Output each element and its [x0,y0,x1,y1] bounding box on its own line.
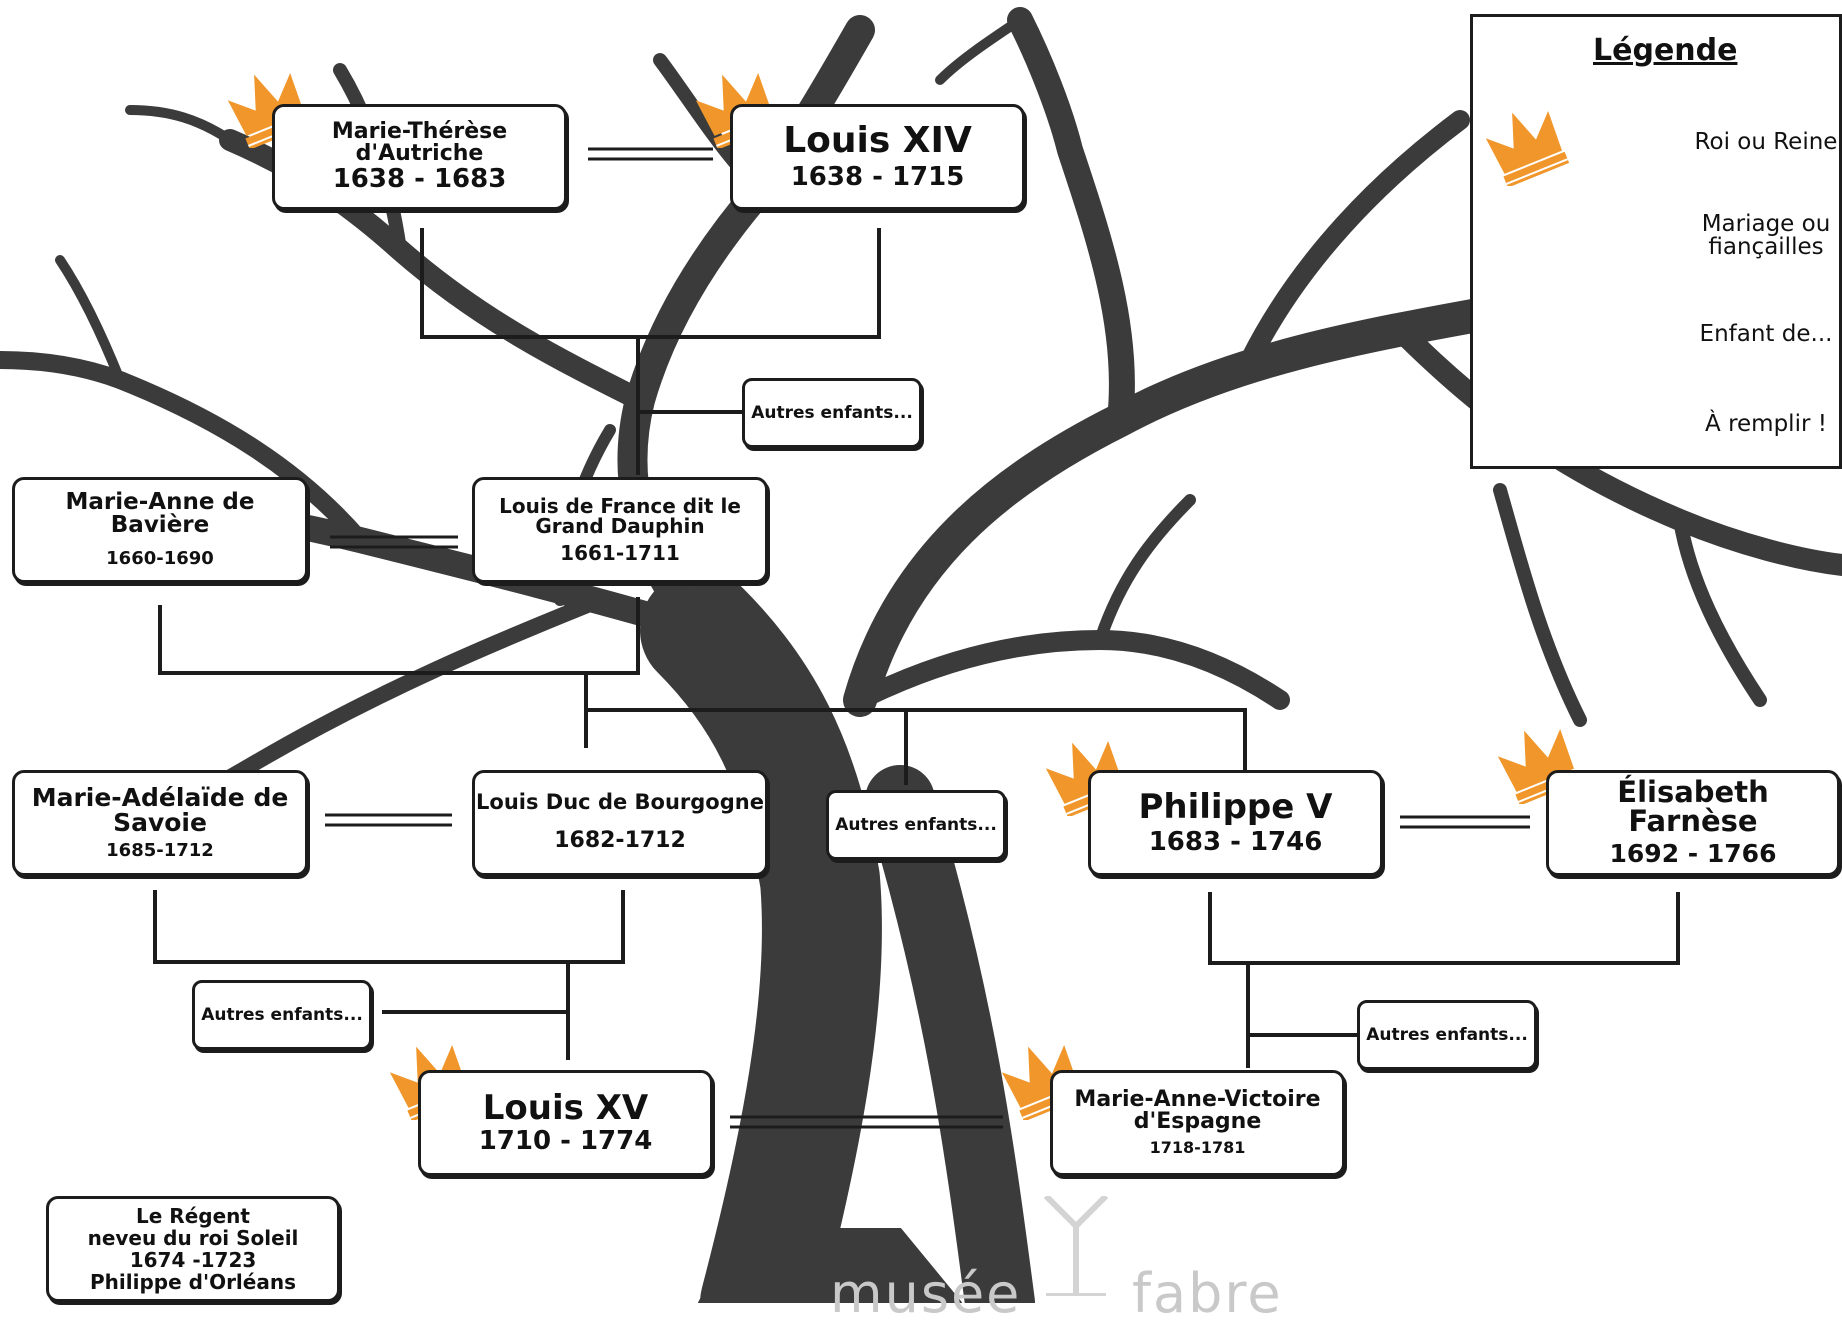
other-children-box: Autres enfants... [826,790,1006,860]
person-name: d'Espagne [1133,1109,1262,1135]
legend-title: Légende [1593,33,1738,68]
person-name: Marie-Anne-Victoire [1074,1087,1321,1113]
other-children-label: Autres enfants... [835,814,997,835]
legend-marriage-line: fiançailles [1708,234,1824,260]
person-name: Élisabeth Farnèse [1617,775,1769,839]
person-dates: 1660-1690 [106,548,214,570]
marriage-lines [325,147,1530,1129]
legend-marriage-label: Mariage ou fiançailles [1691,213,1841,259]
other-children-label: Autres enfants... [201,1004,363,1025]
other-children-label: Autres enfants... [1366,1024,1528,1045]
person-dates: 1685-1712 [106,840,214,862]
regent-line: 1674 -1723 [129,1248,257,1272]
person-dates: 1638 - 1683 [332,163,507,194]
regent-line: Philippe d'Orléans [90,1270,296,1294]
person-marie-anne-baviere: Marie-Anne de Bavière 1660-1690 [12,477,308,583]
person-grand-dauphin: Louis de France dit le Grand Dauphin 166… [472,477,768,583]
person-dates: 1638 - 1715 [790,161,965,192]
person-regent: Le Régent neveu du roi Soleil 1674 -1723… [46,1196,340,1302]
person-louis-xv: Louis XV 1710 - 1774 [418,1070,713,1176]
person-name: d'Autriche [355,140,484,166]
legend-crown-icon [1486,110,1570,186]
person-name: Marie-Adélaïde de [31,783,289,813]
regent-line: Le Régent [136,1204,250,1228]
person-name: Louis XIV [783,119,972,161]
legend-marriage-line: Mariage ou [1701,211,1831,237]
person-dates: 1683 - 1746 [1148,826,1323,857]
person-elisabeth-farnese: Élisabeth Farnèse 1692 - 1766 [1546,770,1840,876]
other-children-label: Autres enfants... [751,402,913,423]
person-name: Grand Dauphin [535,514,705,538]
other-children-box: Autres enfants... [1357,1000,1537,1070]
other-children-box: Autres enfants... [742,378,922,448]
person-duc-bourgogne: Louis Duc de Bourgogne 1682-1712 [472,770,768,876]
person-marie-adelaide: Marie-Adélaïde de Savoie 1685-1712 [12,770,308,876]
person-name: Marie-Anne de Bavière [65,489,255,539]
person-philippe-v: Philippe V 1683 - 1746 [1088,770,1383,876]
person-dates: 1718-1781 [1149,1138,1246,1158]
person-name: Louis XV [482,1087,649,1128]
watermark-text: musée [830,1262,1022,1325]
person-dates: 1692 - 1766 [1609,839,1777,869]
person-dates: 1710 - 1774 [478,1125,653,1156]
person-name: Louis de France dit le [499,494,741,518]
legend-todo-label: À remplir ! [1705,411,1827,437]
person-marie-therese: Marie-Thérèse d'Autriche 1638 - 1683 [272,104,567,210]
legend-royal-label: Roi ou Reine [1694,129,1838,155]
person-marie-anne-victoire: Marie-Anne-Victoire d'Espagne 1718-1781 [1050,1070,1345,1176]
person-dates: 1682-1712 [554,828,686,854]
watermark-text: fabre [1132,1262,1283,1325]
tree-silhouette [0,7,1842,1303]
person-louis-xiv: Louis XIV 1638 - 1715 [730,104,1025,210]
person-name: Marie-Thérèse [331,118,508,144]
person-name: Savoie [113,808,207,838]
child-lines [153,228,1680,1068]
legend-panel: Légende Roi ou Reine Mariage ou fiançail… [1470,14,1842,469]
museum-logo-icon [1043,1196,1109,1296]
person-name: Louis Duc de Bourgogne [476,790,764,815]
legend-child-label: Enfant de... [1699,321,1833,347]
other-children-box: Autres enfants... [192,980,372,1050]
person-name: Philippe V [1138,786,1333,827]
regent-line: neveu du roi Soleil [87,1226,299,1250]
person-dates: 1661-1711 [560,541,680,565]
